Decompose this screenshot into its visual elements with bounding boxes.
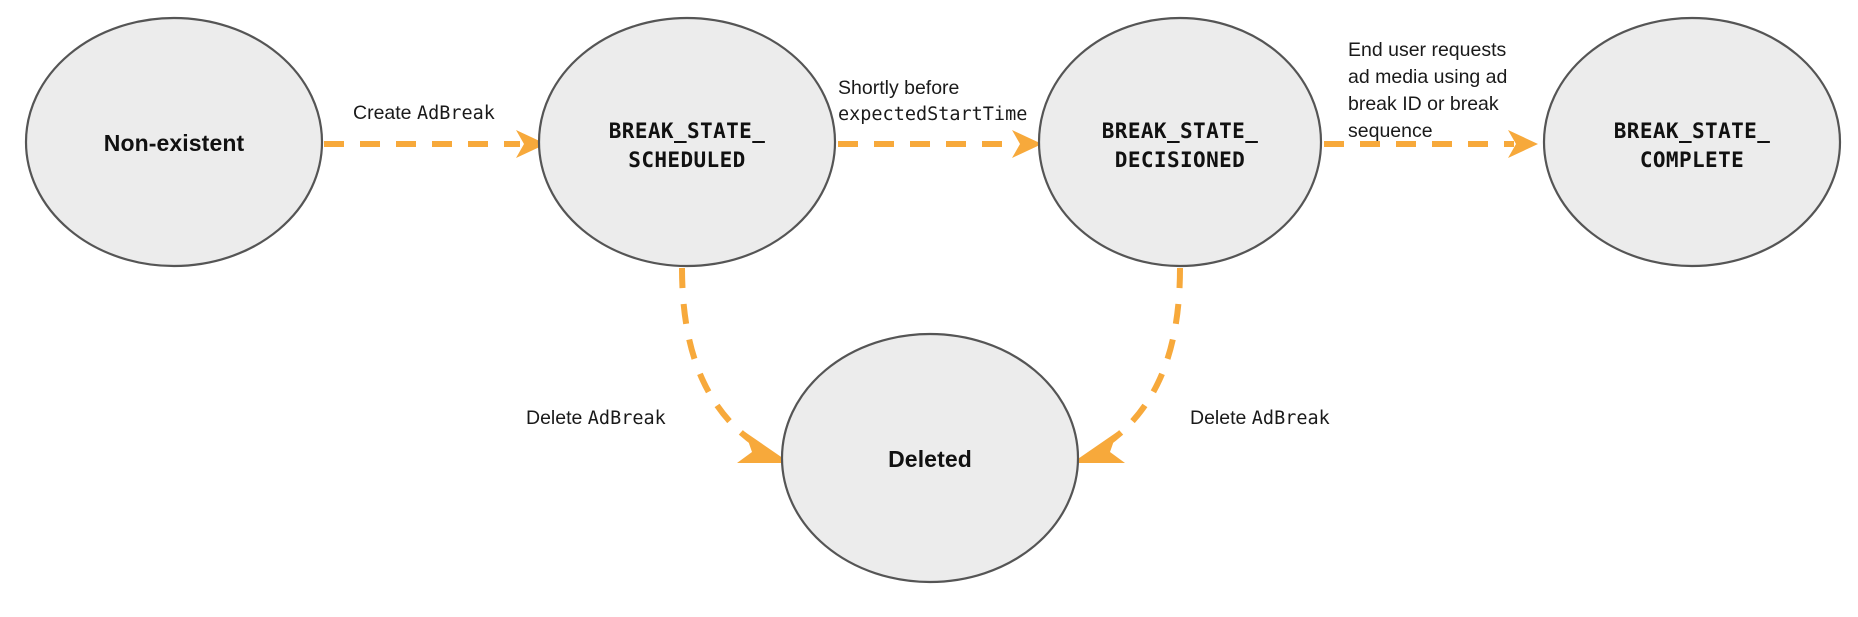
node-break-state-scheduled-label-line2: SCHEDULED [628,148,745,172]
node-break-state-decisioned-label-line1: BREAK_STATE_ [1102,119,1259,143]
node-break-state-complete-shape [1542,16,1842,268]
edge-label-end-user-requests-line3: break ID or break [1348,93,1499,115]
node-break-state-complete[interactable]: BREAK_STATE_ COMPLETE [1542,16,1842,268]
node-break-state-complete-label-line2: COMPLETE [1640,148,1744,172]
edge-label-shortly-before-line1: Shortly before [838,77,959,99]
node-break-state-scheduled-shape [537,16,837,268]
node-break-state-scheduled-label-line1: BREAK_STATE_ [609,119,766,143]
edge-create-adbreak-arrowhead [516,130,546,158]
node-non-existent-shape [24,16,324,268]
node-break-state-scheduled[interactable]: BREAK_STATE_ SCHEDULED [537,16,837,268]
edge-label-end-user-requests-line1: End user requests [1348,39,1507,61]
node-deleted-label: Deleted [888,446,972,472]
edge-label-end-user-requests-line4: sequence [1348,120,1433,142]
edge-delete-adbreak-scheduled[interactable] [679,267,790,463]
edge-delete-adbreak-decisioned[interactable] [1072,267,1183,463]
edge-delete-adbreak-decisioned-arrowhead [1072,432,1125,463]
edge-label-delete-adbreak-scheduled: Delete AdBreak [526,407,666,429]
node-deleted[interactable]: Deleted [780,332,1080,584]
edge-label-delete-adbreak-scheduled-part-sans: Delete [526,407,588,429]
edge-create-adbreak[interactable] [324,130,546,158]
edge-label-delete-adbreak-decisioned-part-mono: AdBreak [1252,408,1330,429]
edge-delete-adbreak-scheduled-line [679,267,770,455]
edge-end-user-requests[interactable] [1324,130,1538,158]
edge-end-user-requests-arrowhead [1508,130,1538,158]
edge-label-delete-adbreak-decisioned-part-sans: Delete [1190,407,1252,429]
edge-label-create-adbreak-part-sans: Create [353,102,417,124]
node-break-state-decisioned-label-line2: DECISIONED [1115,148,1245,172]
edge-label-shortly-before-line2: expectedStartTime [838,104,1027,125]
edge-shortly-before-arrowhead [1012,130,1042,158]
node-non-existent[interactable]: Non-existent [24,16,324,268]
edge-shortly-before[interactable] [838,130,1042,158]
edge-label-create-adbreak: Create AdBreak [353,102,495,124]
node-break-state-decisioned[interactable]: BREAK_STATE_ DECISIONED [1037,16,1323,268]
edge-label-end-user-requests-line2: ad media using ad [1348,66,1507,88]
edge-label-create-adbreak-part-mono: AdBreak [417,103,495,124]
nodes-layer: Non-existent BREAK_STATE_ SCHEDULED BREA… [24,16,1842,584]
edge-label-end-user-requests: End user requests ad media using ad brea… [1348,39,1507,142]
edge-delete-adbreak-decisioned-line [1092,267,1183,455]
edge-delete-adbreak-scheduled-arrowhead [737,432,790,463]
edges-layer [324,130,1538,463]
edge-labels-layer: Create AdBreak Shortly before expectedSt… [353,39,1507,429]
edge-label-delete-adbreak-scheduled-part-mono: AdBreak [588,408,666,429]
edge-label-shortly-before: Shortly before expectedStartTime [838,77,1027,125]
edge-label-delete-adbreak-decisioned: Delete AdBreak [1190,407,1330,429]
node-non-existent-label: Non-existent [104,130,245,156]
node-break-state-decisioned-shape [1037,16,1323,268]
node-break-state-complete-label-line1: BREAK_STATE_ [1614,119,1771,143]
node-deleted-shape [780,332,1080,584]
